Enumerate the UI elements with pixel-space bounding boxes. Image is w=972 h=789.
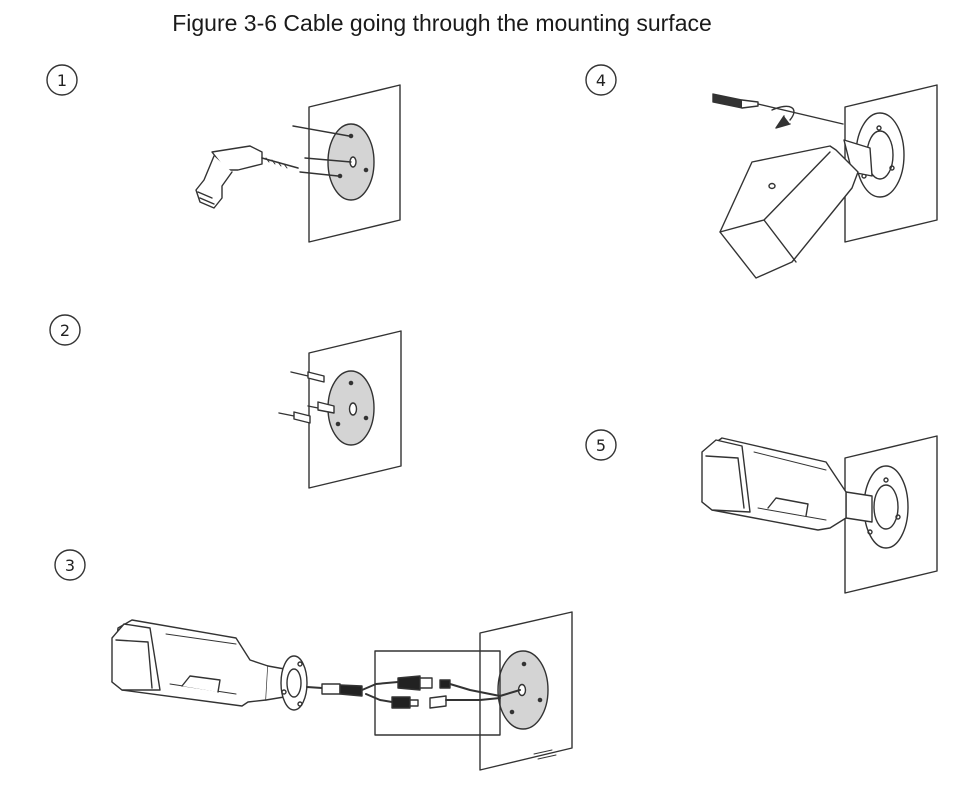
anchor-icon <box>278 411 311 424</box>
guide-line <box>292 125 350 137</box>
camera-icon <box>111 619 308 711</box>
step-5-badge <box>585 429 617 461</box>
step-1-drill-holes: 1 <box>46 64 401 243</box>
step-3-number: 3 <box>65 556 75 575</box>
rotate-arrow-icon <box>775 115 791 129</box>
screw-hole-mark <box>348 133 354 139</box>
drill-icon <box>195 145 299 209</box>
power-connector <box>391 696 411 709</box>
ethernet-connector <box>397 675 421 691</box>
step-2-number: 2 <box>60 321 70 340</box>
cable-connectors <box>306 675 521 709</box>
figure-caption: Figure 3-6 Cable going through the mount… <box>172 10 712 36</box>
step-4-fix-camera: 4 <box>585 64 938 279</box>
step-5-number: 5 <box>596 436 606 455</box>
screw-hole-mark <box>363 167 369 173</box>
anchor-icon <box>290 371 325 383</box>
step-1-badge <box>46 64 78 96</box>
camera-icon <box>701 437 909 549</box>
step-3-badge <box>54 549 86 581</box>
anchor-icon <box>307 401 335 414</box>
step-2-insert-anchors: 2 <box>49 314 402 489</box>
step-4-number: 4 <box>596 71 606 90</box>
screwdriver-icon <box>712 93 844 129</box>
screw-hole-mark <box>337 173 343 179</box>
step-1-number: 1 <box>57 71 67 90</box>
guide-line <box>299 171 339 177</box>
cable-hole <box>348 402 358 416</box>
step-2-badge <box>49 314 81 346</box>
guide-line <box>304 157 352 163</box>
step-4-badge <box>585 64 617 96</box>
step-5-installed: 5 <box>585 429 938 594</box>
step-3-route-cable: 3 <box>54 549 573 771</box>
connector-callout-box <box>374 650 501 736</box>
camera-icon <box>719 112 905 279</box>
